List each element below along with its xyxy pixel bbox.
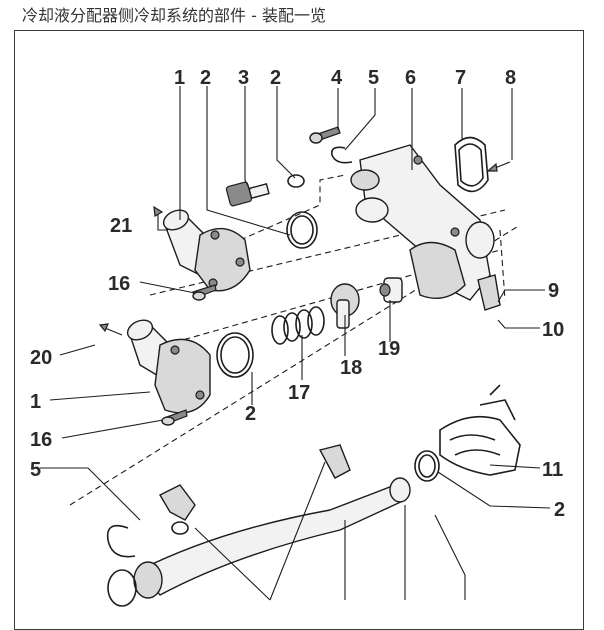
seal-ring-2-right [414, 450, 440, 482]
callout-2-second: 2 [270, 67, 281, 89]
callout-9: 9 [548, 280, 559, 302]
coolant-distributor [350, 144, 501, 311]
clip-5-lower [106, 524, 136, 558]
clip-5-upper [330, 146, 353, 164]
exploded-view-drawing: 1 2 3 2 4 5 6 7 8 21 16 9 10 20 18 19 17… [30, 67, 565, 607]
callout-6: 6 [405, 67, 416, 89]
bolt-16-upper [192, 284, 217, 301]
arrow-8-head [486, 162, 498, 172]
callout-5-top: 5 [368, 67, 379, 89]
callout-16-lower: 16 [30, 429, 52, 451]
page-title: 冷却液分配器侧冷却系统的部件 - 装配一览 [22, 6, 326, 25]
leader-lines [40, 86, 551, 601]
callout-16-upper: 16 [108, 273, 130, 295]
callout-10: 10 [542, 319, 564, 341]
bolt-4 [309, 126, 341, 144]
callout-2-middle: 2 [245, 403, 256, 425]
callout-2-first: 2 [200, 67, 211, 89]
callout-3: 3 [238, 67, 249, 89]
callout-17: 17 [288, 382, 310, 404]
callout-1-lower: 1 [30, 391, 41, 413]
bottom-seal-ring [107, 569, 137, 607]
seal-ring-2-middle [216, 332, 254, 378]
callout-8: 8 [505, 67, 516, 89]
thermostat-housing-lower [126, 319, 211, 414]
clip-2-small [287, 174, 305, 188]
arrow-20 [104, 327, 123, 336]
callout-2-right: 2 [554, 499, 565, 521]
callout-1-top: 1 [174, 67, 185, 89]
callout-labels: 1 2 3 2 4 5 6 7 8 21 16 9 10 20 18 19 17… [30, 67, 565, 521]
callout-7: 7 [455, 67, 466, 89]
coolant-pipe [133, 477, 411, 599]
temperature-sensor [225, 181, 270, 207]
sleeve-19 [379, 277, 403, 303]
arrow-21 [157, 212, 168, 231]
bolt-16-lower [161, 409, 188, 426]
arrow-20-head [98, 323, 109, 333]
thermostat-housing-upper [162, 209, 251, 292]
hose-clip-right [318, 444, 351, 479]
callout-5-lower: 5 [30, 459, 41, 481]
callout-4: 4 [331, 67, 343, 89]
callout-21: 21 [110, 215, 132, 237]
callout-18: 18 [340, 357, 362, 379]
seal-7 [454, 136, 489, 193]
hose-clip-left [159, 484, 196, 535]
arrow-21-head [153, 205, 164, 217]
spring [271, 306, 325, 345]
callout-19: 19 [378, 338, 400, 360]
callout-20: 20 [30, 347, 52, 369]
engine-block-outline [439, 384, 521, 476]
seal-ring-2-upper [286, 211, 318, 249]
callout-11: 11 [542, 459, 563, 481]
